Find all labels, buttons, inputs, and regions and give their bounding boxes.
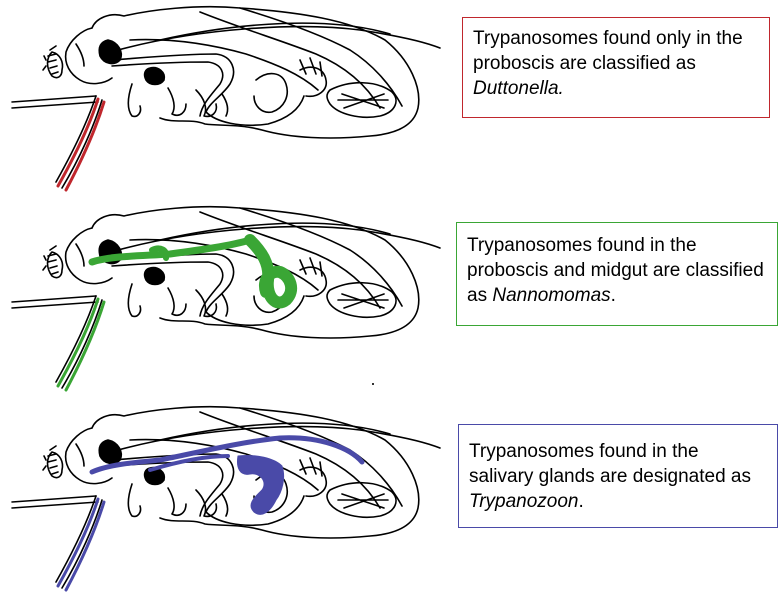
- genus-name: Nannomomas: [492, 285, 610, 306]
- tsetse-fly-diagram-duttonella: [0, 0, 450, 200]
- midgut-highlight: [238, 455, 284, 514]
- genus-name: Duttonella.: [473, 78, 564, 99]
- callout-trypanozoon: Trypanosomes found in the salivary gland…: [458, 424, 778, 528]
- tsetse-fly-diagram-nannomonas: [0, 200, 450, 400]
- callout-duttonella: Trypanosomes found only in the proboscis…: [462, 17, 770, 118]
- stray-dot: [372, 383, 374, 385]
- genus-name: Trypanozoon: [469, 491, 579, 512]
- callout-text-end: .: [611, 285, 616, 306]
- callout-text: Trypanosomes found only in the proboscis…: [473, 28, 743, 74]
- callout-text-end: .: [579, 491, 584, 512]
- callout-nannomonas: Trypanosomes found in the proboscis and …: [456, 222, 778, 326]
- callout-text: Trypanosomes found in the salivary gland…: [469, 441, 751, 487]
- tsetse-fly-diagram-trypanozoon: [0, 400, 450, 600]
